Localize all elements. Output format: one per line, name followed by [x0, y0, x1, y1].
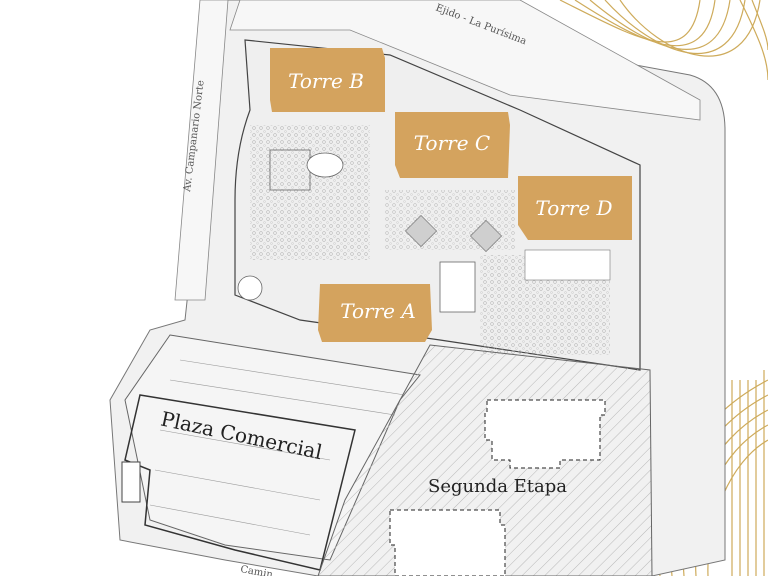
tower-a-label: Torre A	[340, 299, 416, 323]
tower-d-label: Torre D	[535, 196, 612, 220]
segunda-etapa-future-building-2	[389, 509, 506, 576]
campanario-road	[174, 0, 229, 301]
parking-stalls	[149, 359, 406, 536]
tower-c-label: Torre C	[414, 131, 490, 155]
tower-c[interactable]: Torre C	[395, 112, 510, 178]
segunda-etapa-future-building-1	[484, 399, 606, 469]
plaza-kiosk	[121, 461, 141, 503]
ejido-road	[229, 0, 701, 121]
tower-a[interactable]: Torre A	[318, 284, 432, 342]
tower-d[interactable]: Torre D	[518, 176, 632, 240]
garden-areas	[237, 125, 611, 355]
segunda-etapa-label: Segunda Etapa	[428, 476, 567, 497]
tower-b[interactable]: Torre B	[270, 48, 385, 112]
tower-b-label: Torre B	[288, 69, 364, 93]
bottom-road-label: Camin	[239, 564, 274, 576]
